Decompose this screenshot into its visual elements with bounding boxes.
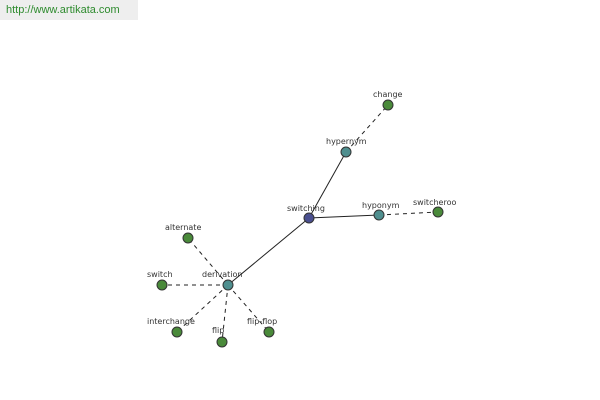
edge-hypernym-change xyxy=(345,104,389,153)
graph-edges xyxy=(162,104,439,343)
node-flip[interactable] xyxy=(216,336,228,348)
node-label-alternate: alternate xyxy=(165,223,201,232)
node-label-flip: flip xyxy=(212,326,224,335)
node-switcheroo[interactable] xyxy=(432,206,444,218)
edge-derivation-alternate xyxy=(187,237,229,286)
node-label-switcheroo: switcheroo xyxy=(413,198,456,207)
node-label-hyponym: hyponym xyxy=(362,201,400,210)
node-label-change: change xyxy=(373,90,403,99)
node-label-switch: switch xyxy=(147,270,173,279)
site-url-link[interactable]: http://www.artikata.com xyxy=(6,4,120,16)
node-switching[interactable] xyxy=(303,212,315,224)
node-hypernym[interactable] xyxy=(340,146,352,158)
node-label-switching: switching xyxy=(287,204,325,213)
node-interchange[interactable] xyxy=(171,326,183,338)
node-flip-flop[interactable] xyxy=(263,326,275,338)
url-banner[interactable]: http://www.artikata.com xyxy=(0,0,138,20)
node-label-derivation: derivation xyxy=(202,270,242,279)
node-switch[interactable] xyxy=(156,279,168,291)
edge-switching-derivation xyxy=(227,217,310,286)
edge-hyponym-switcheroo xyxy=(378,211,439,216)
node-change[interactable] xyxy=(382,99,394,111)
node-label-interchange: interchange xyxy=(147,317,195,326)
node-label-flip-flop: flip-flop xyxy=(247,317,277,326)
edge-derivation-flip-flop xyxy=(227,284,270,333)
node-derivation[interactable] xyxy=(222,279,234,291)
edge-switching-hypernym xyxy=(308,151,347,219)
node-label-hypernym: hypernym xyxy=(326,137,367,146)
edge-switching-hyponym xyxy=(308,214,380,219)
node-hyponym[interactable] xyxy=(373,209,385,221)
graph-nodes xyxy=(156,99,444,348)
edge-derivation-flip xyxy=(221,284,229,343)
graph-labels: switching hypernym change hyponym switcheroo… xyxy=(147,90,456,335)
edge-derivation-interchange xyxy=(176,284,229,333)
node-alternate[interactable] xyxy=(182,232,194,244)
